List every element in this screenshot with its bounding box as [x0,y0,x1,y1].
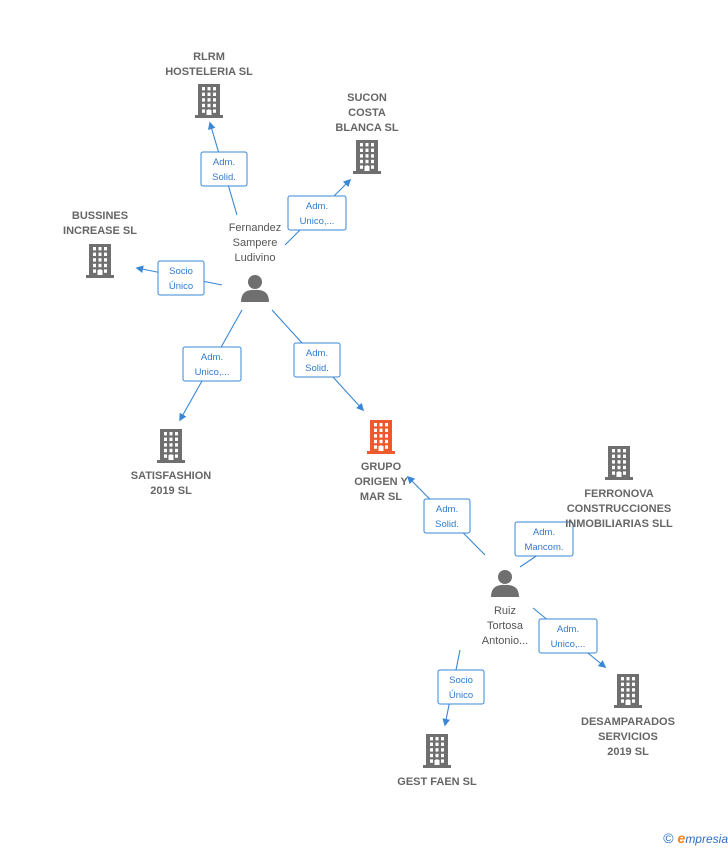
edge-label-line: Único [449,690,473,701]
copyright-symbol: © [663,830,674,846]
edge-fernandez-to-grupo: Adm. Solid. [271,309,365,412]
node-label-line: Ludivino [235,252,276,264]
edge-label-box[interactable] [423,498,471,534]
edge-label-line: Mancom. [524,542,563,553]
node-label-line: Tortosa [487,620,524,632]
node-label-line: INCREASE SL [63,225,137,237]
empresia-watermark: © empresia [663,830,728,846]
edge-fernandez-to-satisfashion: Adm. Unico,... [179,309,243,422]
edge-ruiz-to-ferronova: Adm. Mancom. [514,521,574,568]
node-label-line: BLANCA SL [335,122,398,134]
node-ferronova[interactable]: FERRONOVA CONSTRUCCIONES INMOBILIARIAS SLL [565,446,673,530]
edge-fernandez-to-sucon: Adm. Unico,... [284,178,352,246]
node-label-line: SUCON [347,92,387,104]
node-label-line: SATISFASHION [131,470,212,482]
node-label-line: SERVICIOS [598,731,658,743]
edge-label-line: Socio [169,266,193,277]
edge-label-line: Adm. [213,157,235,168]
building-icon [353,140,381,174]
edge-label-line: Solid. [305,363,329,374]
node-label-line: MAR SL [360,491,402,503]
edge-label-line: Unico,... [551,639,586,650]
edge-label-line: Unico,... [195,367,230,378]
node-label-line: HOSTELERIA SL [165,66,253,78]
node-sucon[interactable]: SUCON COSTA BLANCA SL [335,92,399,174]
brand-name: empresia [677,830,728,846]
edge-label-line: Socio [449,675,473,686]
node-label-line: FERRONOVA [584,488,654,500]
node-label-line: Ruiz [494,605,516,617]
edge-label-box[interactable] [182,346,242,382]
node-rlrm[interactable]: RLRM HOSTELERIA SL [165,51,253,118]
edge-label-box[interactable] [287,195,347,231]
building-icon [614,674,642,708]
node-gestfaen[interactable]: GEST FAEN SL [397,734,477,788]
edge-label-line: Solid. [212,172,236,183]
edge-label-line: Adm. [557,624,579,635]
node-label-line: INMOBILIARIAS SLL [565,518,673,530]
node-bussines[interactable]: BUSSINES INCREASE SL [63,210,137,278]
edge-label-line: Adm. [533,527,555,538]
nodes-layer: RLRM HOSTELERIA SL SUCON COSTA BLANCA SL BUSS… [63,51,675,788]
edge-label-box[interactable] [437,669,485,705]
edge-fernandez-to-rlrm: Adm. Solid. [200,121,248,216]
node-label-line: ORIGEN Y [354,476,408,488]
node-desamparados[interactable]: DESAMPARADOS SERVICIOS 2019 SL [581,674,675,758]
building-icon [605,446,633,480]
edge-label-box[interactable] [200,151,248,187]
node-label-line: 2019 SL [150,485,192,497]
edge-ruiz-to-desamparados: Adm. Unico,... [532,607,607,668]
person-icon [241,275,269,302]
edge-label-line: Solid. [435,519,459,530]
node-label-line: GEST FAEN SL [397,776,477,788]
building-icon [157,429,185,463]
edge-label-box[interactable] [514,521,574,557]
edge-label-line: Adm. [201,352,223,363]
node-label-line: Antonio... [482,635,528,647]
building-icon [195,84,223,118]
edge-label-box[interactable] [538,618,598,654]
node-grupo[interactable]: GRUPO ORIGEN Y MAR SL [354,420,408,503]
node-label-line: CONSTRUCCIONES [567,503,672,515]
node-label-line: COSTA [348,107,386,119]
node-label-line: 2019 SL [607,746,649,758]
node-label-line: Fernandez [229,222,282,234]
building-icon [423,734,451,768]
edge-ruiz-to-grupo: Adm. Solid. [406,475,486,556]
node-ruiz[interactable]: RuizTortosaAntonio... [482,570,528,647]
edges-layer: Adm.Solid.Adm.Unico,...SocioÚnicoAdm.Uni… [135,121,607,727]
node-satisfashion[interactable]: SATISFASHION 2019 SL [131,429,212,497]
node-label-line: BUSSINES [72,210,128,222]
edge-label-box[interactable] [157,260,205,296]
edge-label-box[interactable] [293,342,341,378]
building-icon [86,244,114,278]
node-label-line: Sampere [233,237,278,249]
node-label-line: RLRM [193,51,225,63]
person-icon [491,570,519,597]
edge-label-line: Adm. [306,201,328,212]
building-icon [367,420,395,454]
node-label-line: GRUPO [361,461,402,473]
edge-label-line: Adm. [306,348,328,359]
edge-label-line: Adm. [436,504,458,515]
edge-label-line: Único [169,281,193,292]
edge-label-line: Unico,... [300,216,335,227]
node-label-line: DESAMPARADOS [581,716,675,728]
